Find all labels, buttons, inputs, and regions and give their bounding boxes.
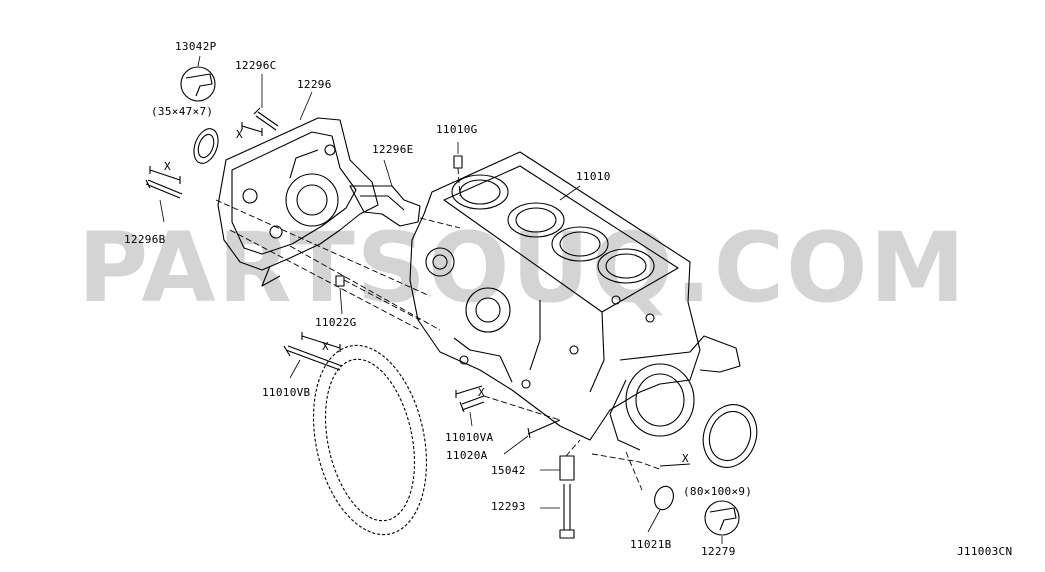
part-label-13042p[interactable]: 13042P [175, 40, 217, 53]
front-cover-drawing [217, 117, 379, 287]
part-label-11010g[interactable]: 11010G [436, 123, 478, 136]
bolt-11010vb-drawing [283, 345, 343, 371]
seal-section-callout-front [180, 66, 216, 102]
bolt-12296b-drawing [145, 179, 183, 199]
part-label-11010[interactable]: 11010 [576, 170, 611, 183]
seal-front-size-label: (35×47×7) [151, 105, 214, 118]
bolt-12296c-drawing [253, 107, 279, 131]
sleeve-15042-drawing [559, 455, 575, 481]
part-label-12296c[interactable]: 12296C [235, 59, 277, 72]
seal-rear-size-label: (80×100×9) [683, 485, 753, 498]
diagram-code: J11003CN [957, 545, 1013, 558]
front-oil-seal-drawing [193, 128, 219, 164]
x-marker-rear-seal: X [682, 452, 689, 465]
part-label-11020a[interactable]: 11020A [446, 449, 488, 462]
dowel-11010g-drawing [453, 155, 463, 169]
gasket-12296e-drawing [349, 185, 421, 227]
rear-housing-drawing [609, 363, 695, 451]
bolt-12293-drawing [559, 484, 575, 539]
part-label-11022g[interactable]: 11022G [315, 316, 357, 329]
x-marker-11010vb: X [322, 340, 329, 353]
leader-lines [215, 167, 663, 491]
x-marker-front-bolt: X [236, 128, 243, 141]
part-label-12279[interactable]: 12279 [701, 545, 736, 558]
part-label-12296b[interactable]: 12296B [124, 233, 166, 246]
part-label-15042[interactable]: 15042 [491, 464, 526, 477]
dimension-marks [149, 122, 691, 467]
flywheel-plate-drawing [312, 344, 428, 536]
bolt-11020a-drawing [527, 419, 561, 439]
cylinder-block-drawing [409, 151, 741, 441]
bolt-11010va-drawing [459, 395, 485, 413]
x-marker-12296b: X [164, 160, 171, 173]
x-marker-11010va: X [478, 386, 485, 399]
part-label-12296e[interactable]: 12296E [372, 143, 414, 156]
part-label-11010vb[interactable]: 11010VB [262, 386, 311, 399]
part-label-11010va[interactable]: 11010VA [445, 431, 494, 444]
part-label-11021b[interactable]: 11021B [630, 538, 672, 551]
part-label-12296[interactable]: 12296 [297, 78, 332, 91]
part-label-12293[interactable]: 12293 [491, 500, 526, 513]
dowel-11022g-drawing [335, 275, 345, 287]
watermark: PARTSOUQ.COM [77, 212, 968, 324]
seal-section-callout-rear [704, 500, 740, 536]
rear-oil-seal-drawing [702, 404, 758, 468]
plug-11021b-drawing [654, 485, 674, 511]
label-leaders [159, 55, 723, 544]
